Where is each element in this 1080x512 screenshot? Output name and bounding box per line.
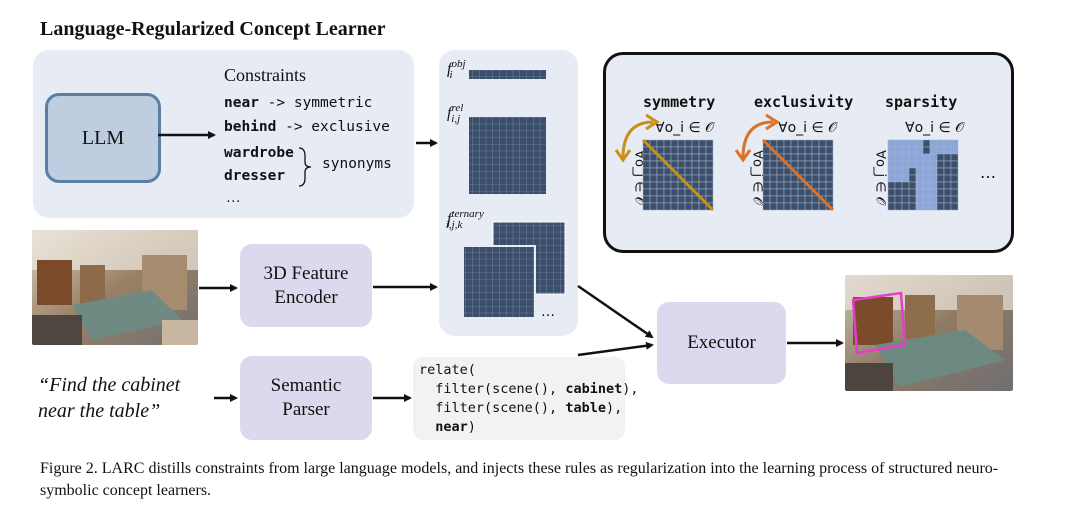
program-line-3-a: filter(scene(),	[419, 400, 566, 416]
executor-label: Executor	[687, 332, 756, 354]
f-obj-sup: obj	[451, 58, 466, 70]
program-line-2-b: cabinet	[565, 381, 623, 397]
exclusivity-label: exclusivity	[754, 93, 854, 111]
program-line-2-c: ),	[622, 381, 639, 397]
f-obj-base: f	[447, 60, 452, 78]
constraint-near-word: near	[224, 95, 259, 111]
f-rel-base: f	[447, 104, 452, 122]
program-box: relate( filter(scene(), cabinet), filter…	[413, 357, 638, 440]
scene-input-image	[32, 230, 198, 345]
synonyms-label: synonyms	[322, 156, 392, 172]
feature-grids: …	[462, 70, 566, 320]
arrow-program-to-executor	[577, 341, 654, 357]
constraint-behind-rule: -> exclusive	[276, 119, 390, 135]
arrow-head-icon-1	[765, 113, 780, 131]
regularizer-grids: …	[614, 113, 996, 212]
f-ternary-ellipsis: …	[541, 304, 555, 320]
program-line-2: filter(scene(), cabinet),	[419, 380, 638, 399]
f-rel-sup: rel	[451, 102, 464, 114]
encoder-label: 3D Feature Encoder	[263, 262, 349, 308]
encoder-box: 3D Feature Encoder	[240, 244, 372, 327]
f-ternary-sup: ternary	[451, 208, 484, 220]
program-line-3-c: ),	[605, 400, 623, 416]
scene-output-image	[845, 275, 1013, 391]
f-obj-sub: i	[449, 68, 453, 81]
diagonal-line-1	[761, 138, 835, 212]
symmetry-top-quantifier: ∀o_i ∈ 𝒪	[655, 120, 714, 136]
f-ternary-sub: i,j,k	[445, 218, 463, 231]
program-line-4-b: near	[435, 419, 468, 435]
llm-box: LLM	[45, 93, 161, 183]
constraint-wardrobe: wardrobe	[224, 145, 294, 161]
program-line-2-a: filter(scene(),	[419, 381, 566, 397]
regularizer-grid-1	[762, 139, 834, 211]
program-line-3: filter(scene(), table),	[419, 399, 622, 418]
program-line-4-c: )	[467, 419, 476, 435]
parser-box: Semantic Parser	[240, 356, 372, 440]
f-obj-label: fobji	[447, 58, 466, 81]
f-ternary-base: f	[447, 210, 452, 228]
regularizer-ellipsis: …	[980, 163, 996, 182]
f-obj-vector	[469, 70, 546, 79]
program-line-3-b: table	[565, 400, 606, 416]
program-line-4: near)	[419, 418, 476, 437]
program-line-1: relate(	[419, 362, 476, 378]
constraint-behind: behind -> exclusive	[224, 119, 390, 135]
llm-label: LLM	[81, 126, 125, 149]
highlight-box	[851, 291, 907, 355]
constraint-behind-word: behind	[224, 119, 277, 135]
constraints-ellipsis: …	[226, 190, 241, 206]
dresser-word: dresser	[224, 168, 286, 184]
f-rel-label: freli,j	[447, 102, 464, 125]
figure-caption: Figure 2. LARC distills constraints from…	[40, 460, 999, 499]
wardrobe-word: wardrobe	[224, 145, 294, 161]
synonym-brace-icon	[298, 147, 312, 187]
constraints-heading: Constraints	[224, 65, 307, 85]
parser-label: Semantic Parser	[270, 375, 342, 420]
constraint-near: near -> symmetric	[224, 95, 372, 111]
constraint-dresser: dresser	[224, 168, 285, 184]
sparsity-top-quantifier: ∀o_i ∈ 𝒪	[905, 120, 964, 136]
f-ternary-label: fternaryi,j,k	[445, 208, 484, 231]
exclusivity-top-quantifier: ∀o_i ∈ 𝒪	[778, 120, 837, 136]
arrow-tail-icon-1	[734, 149, 752, 163]
f-rel-sub: i,j	[451, 112, 461, 125]
symmetry-label: symmetry	[643, 93, 716, 111]
executor-box: Executor	[657, 302, 786, 384]
curved-arrow-icon-1	[741, 120, 774, 159]
regularizer-grid-2	[887, 139, 959, 211]
regularizer-grid-0	[642, 139, 714, 211]
arrow-tail-icon-0	[614, 149, 632, 163]
diagonal-line-0	[641, 138, 715, 212]
sparsity-label: sparsity	[885, 93, 958, 111]
f-ternary-front	[462, 245, 536, 319]
arrow-head-icon-0	[645, 113, 660, 131]
arrow-features-to-executor	[577, 284, 654, 339]
natural-language-query: “Find the cabinet near the table”	[38, 374, 181, 422]
figure-title: Language-Regularized Concept Learner	[40, 18, 386, 40]
f-rel-matrix	[469, 117, 546, 194]
constraint-near-rule: -> symmetric	[258, 95, 373, 111]
curved-arrow-icon-0	[621, 120, 654, 159]
